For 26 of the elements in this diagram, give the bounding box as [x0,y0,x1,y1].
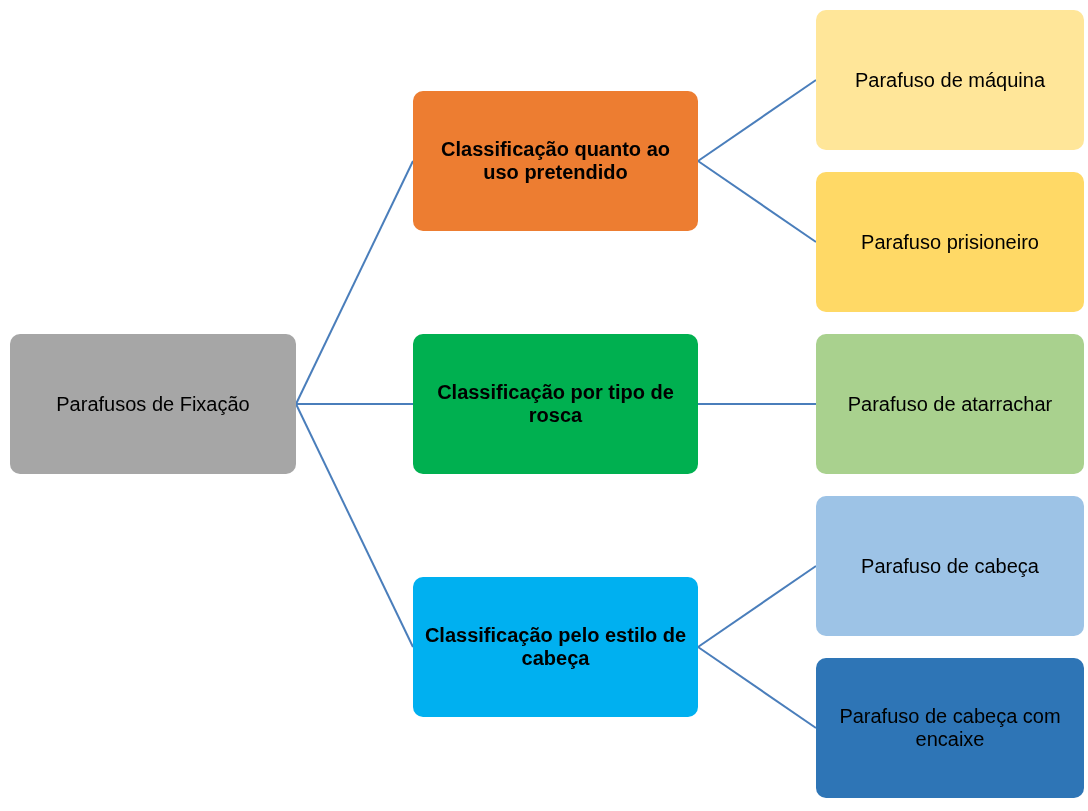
box-label: Parafuso de cabeça [861,554,1039,578]
rounded-box [816,172,1084,312]
connector-line [295,403,414,648]
rounded-box [413,577,698,717]
connector-line [697,160,817,243]
box-label: Parafuso de cabeça com encaixe [838,705,1062,751]
box-label: Parafusos de Fixação [56,392,250,416]
box-label: Parafuso de atarrachar [847,392,1053,416]
box-label: Parafuso prisioneiro [861,230,1039,254]
rounded-box [816,496,1084,636]
rounded-box [10,334,296,474]
rounded-box [816,10,1084,150]
connector-line [697,646,817,729]
connector-line [697,403,817,405]
rounded-box [816,658,1084,798]
connector-line [295,160,414,405]
rounded-box [413,91,698,231]
rounded-box [413,334,698,474]
rounded-box [816,334,1084,474]
connector-line [697,79,817,162]
box-label: Classificação por tipo de rosca [436,381,675,427]
box-label: Parafuso de máquina [854,68,1046,92]
box-label: Classificação quanto ao uso pretendido [440,138,671,184]
connector-line [295,403,414,405]
box-label: Classificação pelo estilo de cabeça [423,624,688,670]
connector-line [697,565,817,648]
